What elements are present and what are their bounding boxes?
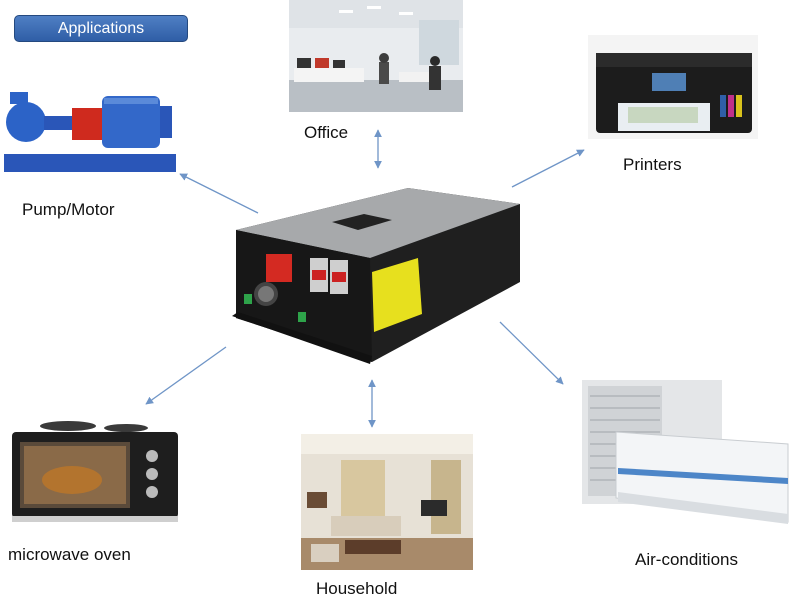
microwave-oven-label: microwave oven (8, 545, 131, 564)
household-label: Household (316, 579, 398, 598)
printers-label: Printers (623, 155, 682, 174)
office-photo (289, 0, 463, 112)
arrow-microwave (145, 346, 227, 405)
applications-badge: Applications (14, 15, 188, 42)
household-photo (301, 434, 473, 570)
arrow-pump-motor (179, 173, 259, 214)
microwave-oven-photo (8, 418, 184, 530)
pump-motor-label: Pump/Motor (22, 200, 115, 219)
air-conditions-label: Air-conditions (635, 550, 738, 569)
inverter-device (232, 186, 524, 370)
printer-photo (588, 35, 758, 139)
office-label: Office (304, 123, 349, 142)
pump-motor-photo (0, 82, 180, 180)
arrow-air-conditions (499, 321, 564, 385)
air-conditioner-photo (578, 374, 792, 542)
arrow-printers (511, 149, 585, 188)
